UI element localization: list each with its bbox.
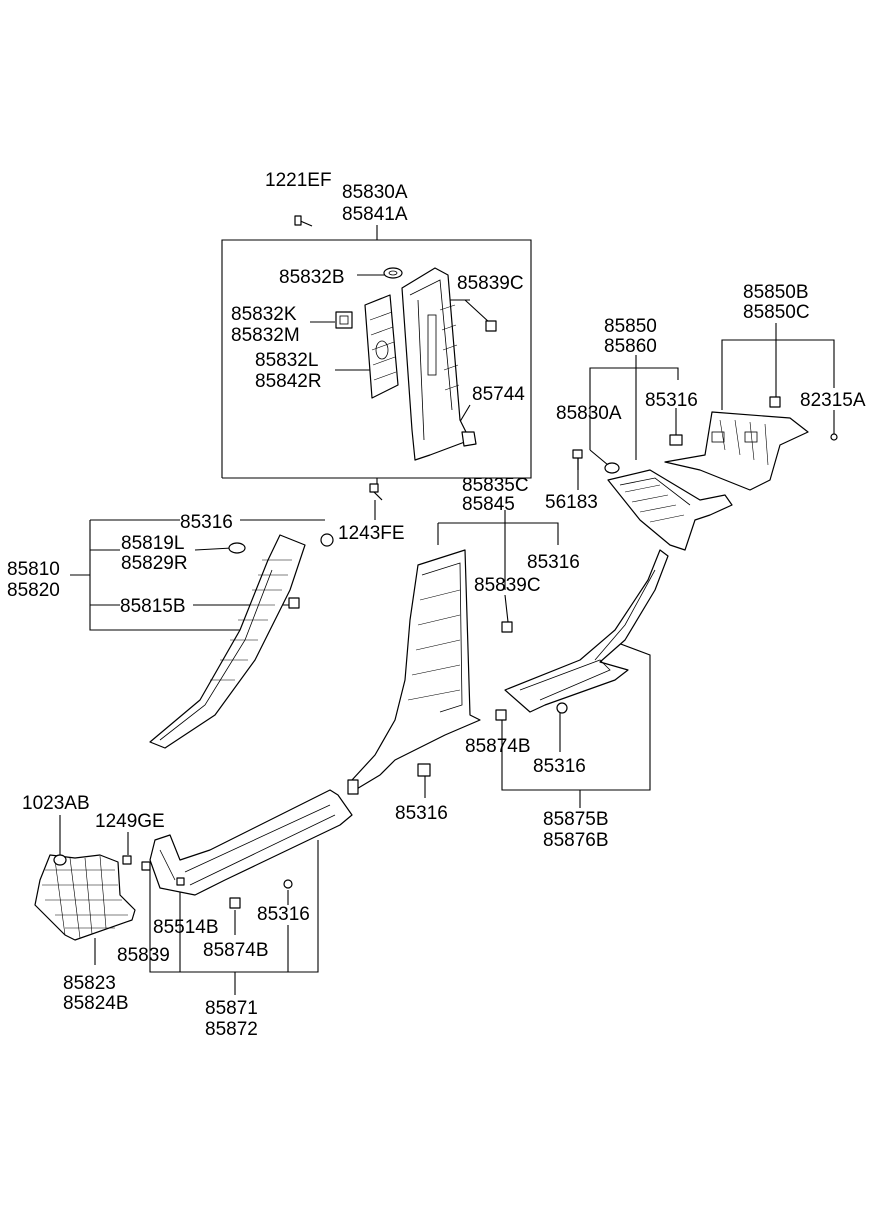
label-85829R: 85829R xyxy=(121,553,188,574)
label-1221EF: 1221EF xyxy=(265,170,332,191)
clip-85874B-left-icon xyxy=(229,897,241,909)
b-pillar-lower-trim-icon xyxy=(347,549,481,795)
clip-85839-icon xyxy=(141,861,151,871)
clip-82315A-icon xyxy=(830,433,838,441)
label-85820: 85820 xyxy=(7,580,60,601)
label-85842R: 85842R xyxy=(255,371,322,392)
label-85874B-left: 85874B xyxy=(203,940,269,961)
label-85316-mid: 85316 xyxy=(527,552,580,573)
clip-85850B-icon xyxy=(769,396,781,408)
clip-85316-right-icon xyxy=(669,434,683,446)
clip-85832B-icon xyxy=(383,267,403,279)
label-85824B: 85824B xyxy=(63,993,129,1014)
label-85875B: 85875B xyxy=(543,809,609,830)
clip-85819L-icon xyxy=(228,542,246,554)
label-85839: 85839 xyxy=(117,945,170,966)
label-85830A-top: 85830A xyxy=(342,182,408,203)
screw-1243FE-icon xyxy=(369,483,383,501)
clip-85874B-right-icon xyxy=(495,709,507,721)
label-85815B: 85815B xyxy=(120,596,186,617)
kick-panel-icon xyxy=(34,854,136,941)
label-85832M: 85832M xyxy=(231,325,300,346)
clip-85839C-mid-icon xyxy=(501,621,513,633)
label-1249GE: 1249GE xyxy=(95,811,165,832)
clip-85815B-icon xyxy=(288,597,300,609)
label-85839C-mid: 85839C xyxy=(474,575,541,596)
screw-56183-icon xyxy=(572,449,583,470)
label-85876B: 85876B xyxy=(543,830,609,851)
clip-85514B-icon xyxy=(176,877,185,886)
clip-85316-left-icon xyxy=(320,533,334,547)
label-1243FE: 1243FE xyxy=(338,523,405,544)
label-85316-sill-right: 85316 xyxy=(533,756,586,777)
clip-85832K-icon xyxy=(335,311,353,329)
label-82315A: 82315A xyxy=(800,390,866,411)
clip-85744-icon xyxy=(461,431,477,447)
screw-1249GE-icon xyxy=(122,855,132,865)
clip-85316-center-icon xyxy=(417,763,431,777)
label-85841A: 85841A xyxy=(342,204,408,225)
label-85316-right: 85316 xyxy=(645,390,698,411)
c-pillar-trim-icon xyxy=(607,469,733,551)
label-85830A-right: 85830A xyxy=(556,403,622,424)
label-85871: 85871 xyxy=(205,998,258,1019)
label-85874B-right: 85874B xyxy=(465,736,531,757)
label-85744: 85744 xyxy=(472,384,525,405)
rear-door-sill-icon xyxy=(504,549,669,713)
clip-85316-sill-right-icon xyxy=(556,702,568,714)
a-pillar-trim-icon xyxy=(149,534,306,749)
label-85316-sill-left: 85316 xyxy=(257,904,310,925)
label-85819L: 85819L xyxy=(121,533,184,554)
label-85860: 85860 xyxy=(604,336,657,357)
b-pillar-upper-trim-icon xyxy=(401,267,471,461)
clip-85830A-right-icon xyxy=(604,462,620,474)
label-85832B: 85832B xyxy=(279,267,345,288)
front-door-sill-icon xyxy=(149,789,353,896)
label-85839C-top: 85839C xyxy=(457,273,524,294)
clip-85316-sill-left-icon xyxy=(283,879,293,889)
label-85810: 85810 xyxy=(7,559,60,580)
screw-1221EF-icon xyxy=(294,215,313,227)
label-85514B: 85514B xyxy=(153,917,219,938)
label-85832K: 85832K xyxy=(231,304,297,325)
label-1023AB: 1023AB xyxy=(22,793,90,814)
label-85845: 85845 xyxy=(462,494,515,515)
label-85850B: 85850B xyxy=(743,282,809,303)
label-85316-left: 85316 xyxy=(180,512,233,533)
clip-85839C-top-icon xyxy=(485,320,497,332)
label-85850C: 85850C xyxy=(743,302,810,323)
label-85872: 85872 xyxy=(205,1019,258,1040)
rear-quarter-trim-icon xyxy=(664,411,809,491)
trim-panel-85832L-icon xyxy=(364,294,399,399)
part-labels: 1221EF 85830A 85841A 85832B 85839C 85832… xyxy=(7,170,866,1040)
label-85832L: 85832L xyxy=(255,350,318,371)
label-85850: 85850 xyxy=(604,316,657,337)
label-56183: 56183 xyxy=(545,492,598,513)
label-85823: 85823 xyxy=(63,973,116,994)
label-85835C: 85835C xyxy=(462,475,529,496)
label-85316-center: 85316 xyxy=(395,803,448,824)
clip-1023AB-icon xyxy=(53,854,67,866)
